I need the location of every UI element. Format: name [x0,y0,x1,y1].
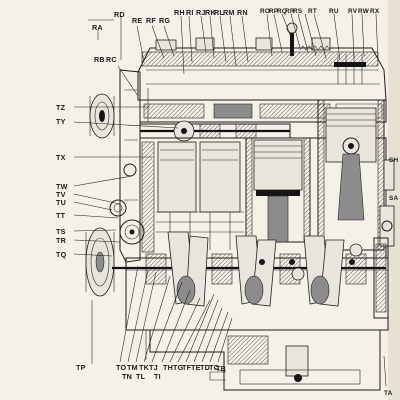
label-tt: TT [56,211,66,220]
leader-lines [73,13,387,387]
label-ty: TY [56,117,66,126]
label-te: TE [191,363,201,372]
fan-pulley [89,93,115,139]
label-ro: RO [260,8,270,15]
label-tm: TM [127,363,138,372]
label-sa: SA [389,195,398,202]
label-rf: RF [146,16,156,25]
crank-pulley [85,227,115,297]
oil-sump [149,330,381,391]
label-re: RE [132,16,142,25]
label-rn: RN [237,8,248,17]
timing-cover [119,69,141,263]
label-rx: RX [370,8,380,15]
label-ru: RU [329,8,339,15]
labels-upper-left: RA RB RC [92,23,117,64]
label-tq: TQ [56,250,67,259]
label-tk: TK [139,363,150,372]
label-rm: RM [223,8,235,17]
label-tu: TU [56,198,66,207]
label-tr: TR [56,236,67,245]
label-rv: RV [348,8,358,15]
label-tp: TP [76,363,86,372]
label-ri: RI [186,8,194,17]
label-tv: TV [56,190,66,199]
label-rd: RD [114,10,125,19]
label-rj: RJ [196,8,206,17]
label-rr: RR [285,8,295,15]
labels-right-edge: SH SA [389,157,398,202]
page-edge-shadow [388,0,400,400]
label-to: TO [116,363,126,372]
label-rw: RW [358,8,370,15]
label-tc: TC [209,363,219,372]
label-tw: TW [56,182,68,191]
label-sh: SH [389,157,398,164]
cylinder-head-assembly [137,22,387,123]
label-rl: RL [214,8,224,17]
label-tb: TB [216,364,226,373]
label-tl: TL [136,372,146,381]
label-tf: TF [182,363,192,372]
labels-bottom: TO TM TK TJ TH TG TF TE TD TC TN TL TI T… [116,363,393,397]
label-tx: TX [56,153,66,162]
label-tn: TN [122,372,132,381]
label-rt: RT [308,8,317,15]
label-rh: RH [174,8,185,17]
label-rq: RQ [277,8,287,15]
label-ts: TS [56,227,66,236]
label-rk: RK [205,8,216,17]
right-side-auxiliary [379,159,395,247]
label-rg: RG [159,16,170,25]
label-ti: TI [154,372,161,381]
label-rc: RC [106,55,117,64]
crankshaft [112,231,389,319]
label-ra: RA [92,23,103,32]
label-tj: TJ [149,363,158,372]
label-tg: TG [173,363,184,372]
label-th: TH [163,363,173,372]
cylinder-block [139,99,387,259]
label-rp: RP [269,8,279,15]
labels-left: TZ TY TX TW TV TU TT TS TR TQ TP [56,103,86,372]
label-rb: RB [94,55,105,64]
label-td: TD [200,363,210,372]
label-rs: RS [293,8,303,15]
label-tz: TZ [56,103,66,112]
timing-gears [109,199,145,245]
labels-top: RD RE RF RG RH RI RJ RK RL RM RN RO RP R… [114,8,380,25]
label-ta: TA [384,390,393,397]
